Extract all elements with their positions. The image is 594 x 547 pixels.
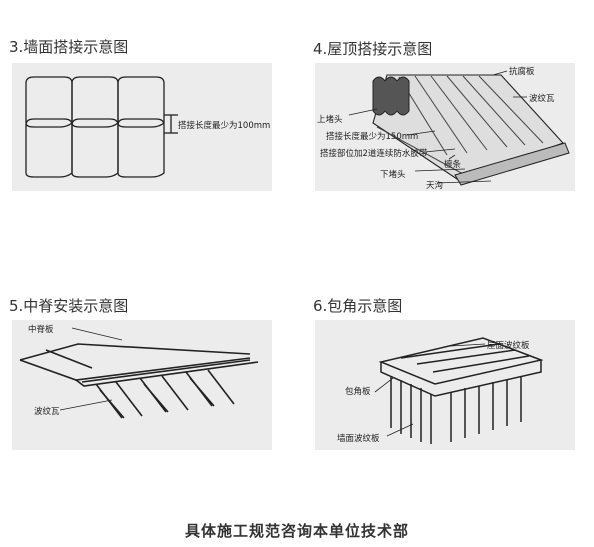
overlap-length-label: 搭接长度最少为150mm [326,131,418,142]
wall-tiles [25,76,178,178]
corrugated-tile-label: 波纹瓦 [529,93,555,104]
wall-corrugated-label: 墙面波纹板 [337,433,380,444]
corner-board-label: 包角板 [345,386,371,397]
panel-4-title: 4.屋顶搭接示意图 [313,40,433,58]
overlap-sealant-label: 搭接部位加2道连续防水胶带 [320,148,428,159]
ridge-installation-drawing: 中脊板 波纹瓦 [19,324,259,419]
upper-plug-label: 上堵头 [317,114,343,125]
wall-overlap-drawing: 搭接长度最少为100mm [25,76,270,178]
footer-note: 具体施工规范咨询本单位技术部 [184,522,409,540]
ridge-structure [19,343,259,419]
leader-lines [374,343,486,437]
corner-wrap-drawing: 屋面波纹板 包角板 墙面波纹板 [337,337,544,444]
roof-corrugated-label: 屋面波纹板 [487,340,530,351]
panel-6-title: 6.包角示意图 [313,297,403,315]
panel-3-wall-overlap-diagram: 搭接长度最少为100mm [12,63,272,191]
overlap-length-label: 搭接长度最少为100mm [178,120,270,131]
lower-plug-label: 下堵头 [380,169,406,180]
corner-structure [378,337,544,444]
panel-3-title: 3.墙面搭接示意图 [9,38,129,56]
gutter-shape [454,142,570,186]
gutter-label: 天沟 [426,180,443,191]
anticorrosion-board-label: 抗腐板 [509,66,535,77]
upper-plug-block [372,76,410,116]
panel-6-corner-wrap-diagram: 屋面波纹板 包角板 墙面波纹板 [315,320,575,450]
purlin-label: 檩条 [444,159,462,170]
roof-corrugations [376,75,544,176]
leader-lines [348,70,527,184]
ridge-board-label: 中脊板 [28,324,54,335]
panel-5-title: 5.中脊安装示意图 [9,297,129,315]
leader-lines [59,327,123,411]
roof-overlap-drawing: 抗腐板 波纹瓦 上堵头 搭接长度最少为150mm 搭接部位加2道连续防水胶带 檩… [317,66,570,191]
panel-5-ridge-installation-diagram: 中脊板 波纹瓦 [12,320,272,450]
corrugated-tile-label: 波纹瓦 [34,406,60,417]
panel-4-roof-overlap-diagram: 抗腐板 波纹瓦 上堵头 搭接长度最少为150mm 搭接部位加2道连续防水胶带 檩… [315,63,575,191]
